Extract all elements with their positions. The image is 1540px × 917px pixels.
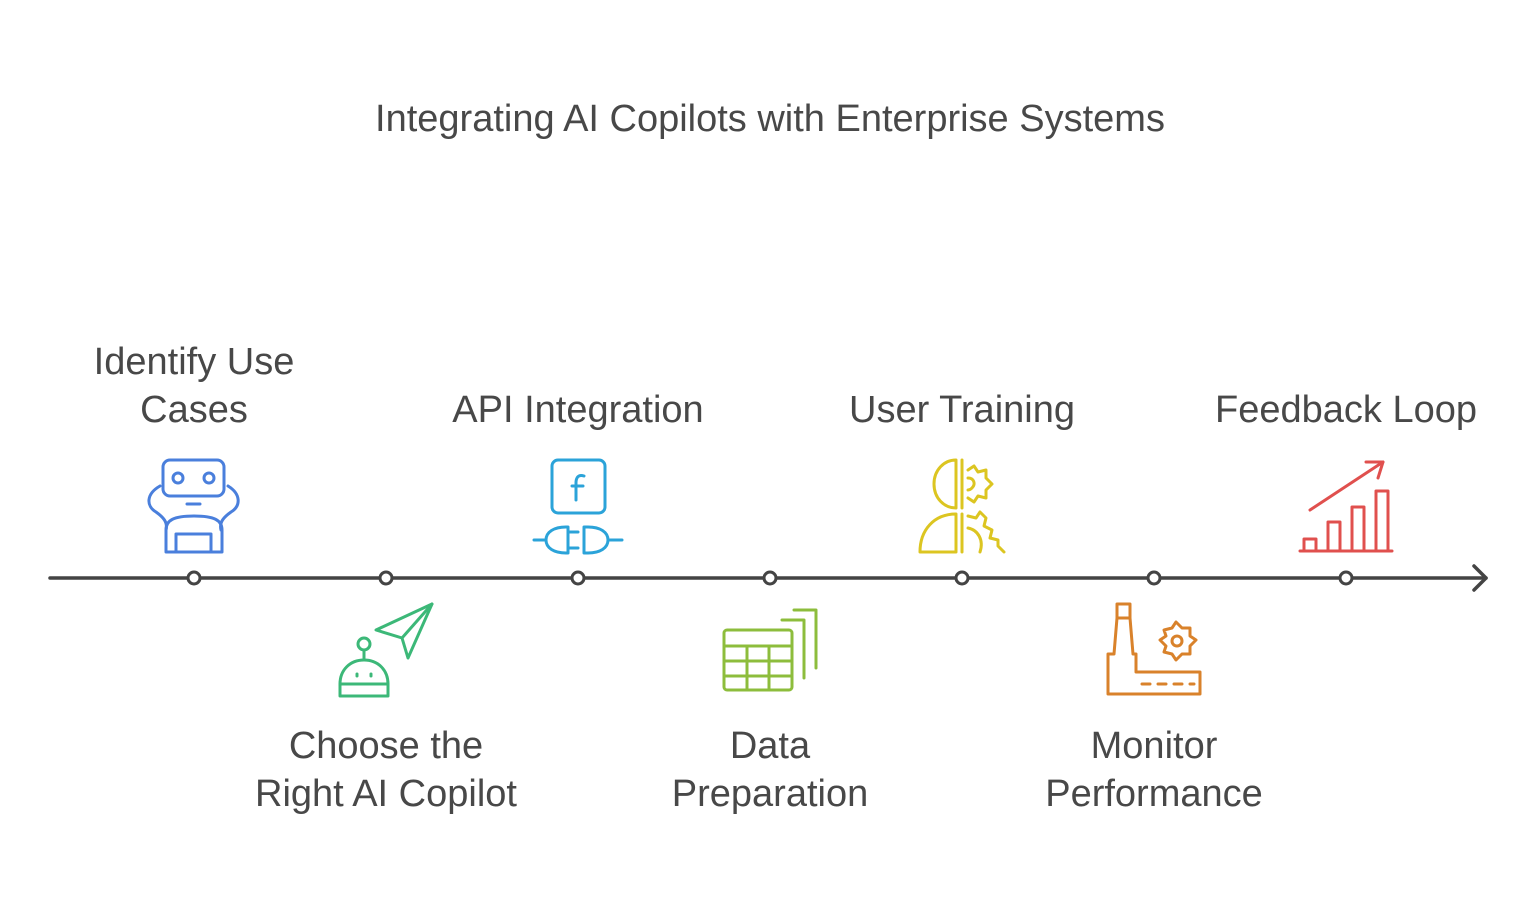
timeline-node-5 <box>954 570 970 586</box>
api-plug-icon <box>532 458 624 555</box>
step-label-monitor-performance: Monitor Performance <box>1045 725 1263 815</box>
timeline-node-2 <box>378 570 394 586</box>
step-label-choose-copilot: Choose the Right AI Copilot <box>255 725 517 815</box>
timeline-node-4 <box>762 570 778 586</box>
step-label-data-preparation: Data Preparation <box>671 725 869 815</box>
step-label-api-integration: API Integration <box>452 389 704 431</box>
step-label-user-training: User Training <box>849 389 1075 431</box>
growth-chart-icon <box>1298 460 1394 553</box>
timeline-node-3 <box>570 570 586 586</box>
head-gears-icon <box>918 458 1006 554</box>
robot-icon <box>147 458 240 554</box>
bot-send-icon <box>338 602 434 698</box>
step-label-identify-use-cases: Identify Use Cases <box>93 341 295 431</box>
timeline-node-1 <box>186 570 202 586</box>
diagram-title: Integrating AI Copilots with Enterprise … <box>375 98 1165 140</box>
timeline-node-6 <box>1146 570 1162 586</box>
data-tables-icon <box>722 608 818 692</box>
factory-gear-icon <box>1106 602 1202 696</box>
timeline-node-7 <box>1338 570 1354 586</box>
step-label-feedback-loop: Feedback Loop <box>1215 389 1477 431</box>
